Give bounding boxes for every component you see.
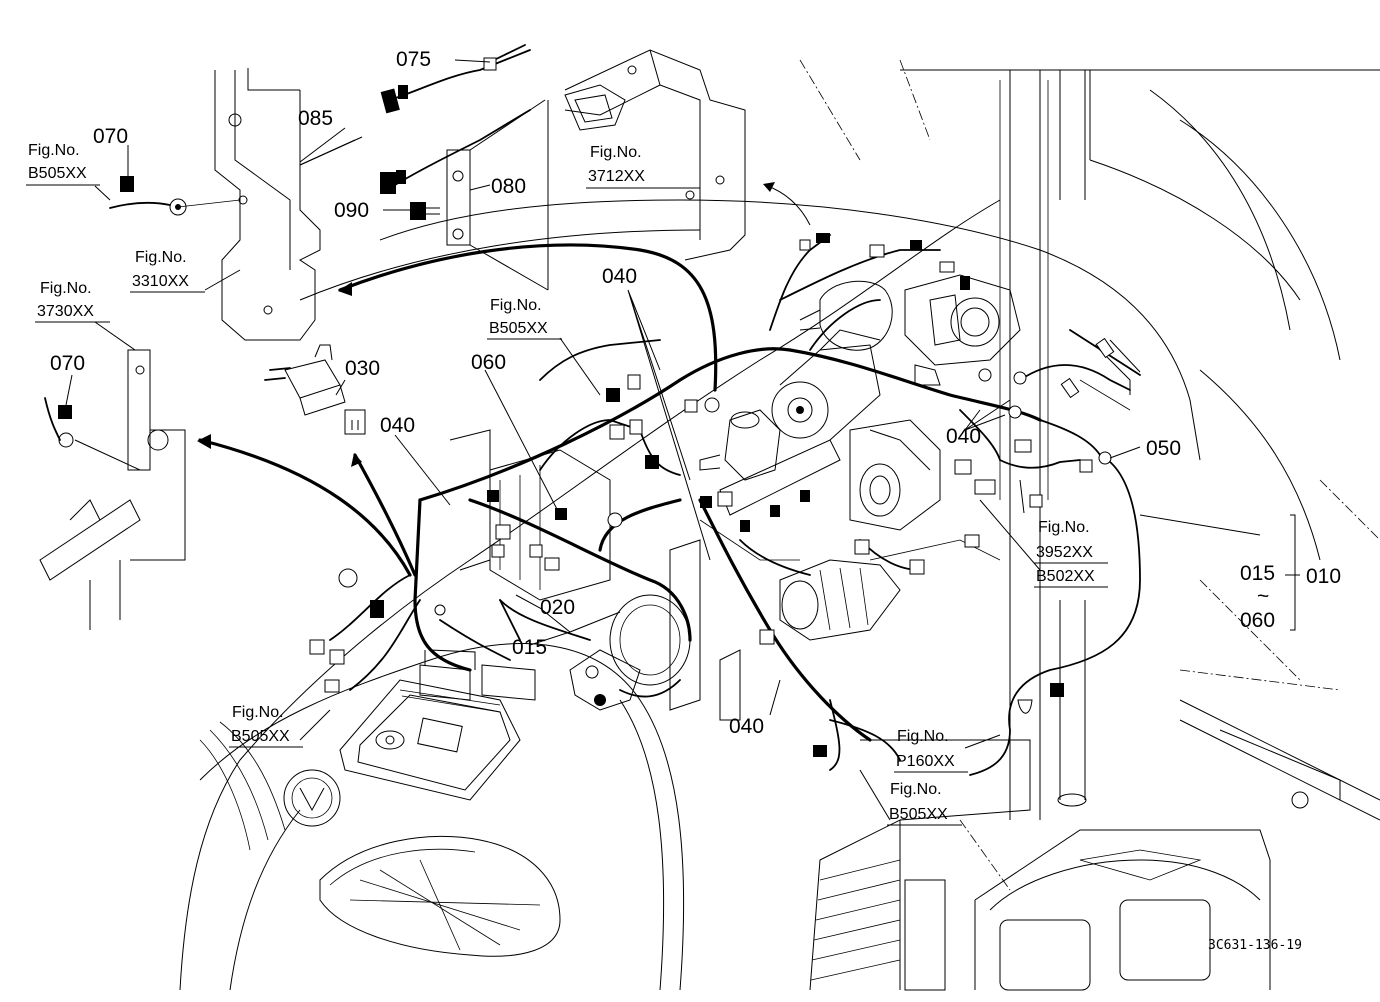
figref-p160-number: P160XX [896, 753, 955, 770]
callout-085: 085 [298, 107, 333, 130]
callout-075: 075 [396, 48, 431, 71]
figref-top-left-number: B505XX [28, 165, 87, 182]
figref-right-number-1: 3952XX [1036, 544, 1093, 561]
tractor-body-outline [179, 59, 1380, 991]
figref-right-label: Fig.No. [1038, 519, 1090, 536]
callout-040-left: 040 [380, 414, 415, 437]
callout-070-left: 070 [50, 352, 85, 375]
callout-040-mid: 040 [602, 265, 637, 288]
callout-015-range-start: 015 [1240, 562, 1275, 585]
part-callouts: 075 085 070 080 090 070 030 040 060 040 … [50, 48, 1341, 738]
main-wiring-harness [198, 234, 1141, 776]
figref-3310-label: Fig.No. [135, 249, 187, 266]
drawing-code: 3C631-136-19 [1208, 938, 1302, 953]
connectors [309, 233, 1141, 757]
figref-3712-label: Fig.No. [590, 144, 642, 161]
ecu-unit [339, 649, 536, 801]
small-parts-group [109, 44, 546, 246]
figref-top-left-label: Fig.No. [28, 142, 80, 159]
figref-3730-number: 3730XX [37, 303, 94, 320]
figref-p160-label: Fig.No. [897, 728, 949, 745]
figref-center-number: B505XX [489, 320, 548, 337]
figref-bottom-left-label: Fig.No. [232, 704, 284, 721]
range-tilde: ~ [1257, 585, 1269, 608]
callout-060-range-end: 060 [1240, 609, 1275, 632]
relay-030 [264, 344, 366, 435]
leader-lines [65, 59, 1300, 821]
figref-bottom-right-number: B505XX [889, 806, 948, 823]
callout-090: 090 [334, 199, 369, 222]
callout-040-right: 040 [946, 425, 981, 448]
callout-020: 020 [540, 596, 575, 619]
direction-arrows [197, 182, 811, 467]
figref-bottom-left-number: B505XX [231, 728, 290, 745]
figure-references: Fig.No. B505XX Fig.No. 3310XX Fig.No. 37… [26, 142, 1108, 826]
callout-040-bottom: 040 [729, 715, 764, 738]
figref-center-label: Fig.No. [490, 297, 542, 314]
figref-right-number-2: B502XX [1036, 568, 1095, 585]
callout-080: 080 [491, 175, 526, 198]
callout-010: 010 [1306, 565, 1341, 588]
figref-3730-label: Fig.No. [40, 280, 92, 297]
callout-015: 015 [512, 636, 547, 659]
callout-050: 050 [1146, 437, 1181, 460]
callout-030: 030 [345, 357, 380, 380]
bracket-3730 [39, 349, 186, 630]
figref-bottom-right-label: Fig.No. [890, 781, 942, 798]
callout-070-top: 070 [93, 125, 128, 148]
upper-bracket [214, 68, 321, 341]
figref-3310-number: 3310XX [132, 273, 189, 290]
bracket-3712 [564, 49, 746, 261]
figref-3712-number: 3712XX [588, 168, 645, 185]
callout-060: 060 [471, 351, 506, 374]
